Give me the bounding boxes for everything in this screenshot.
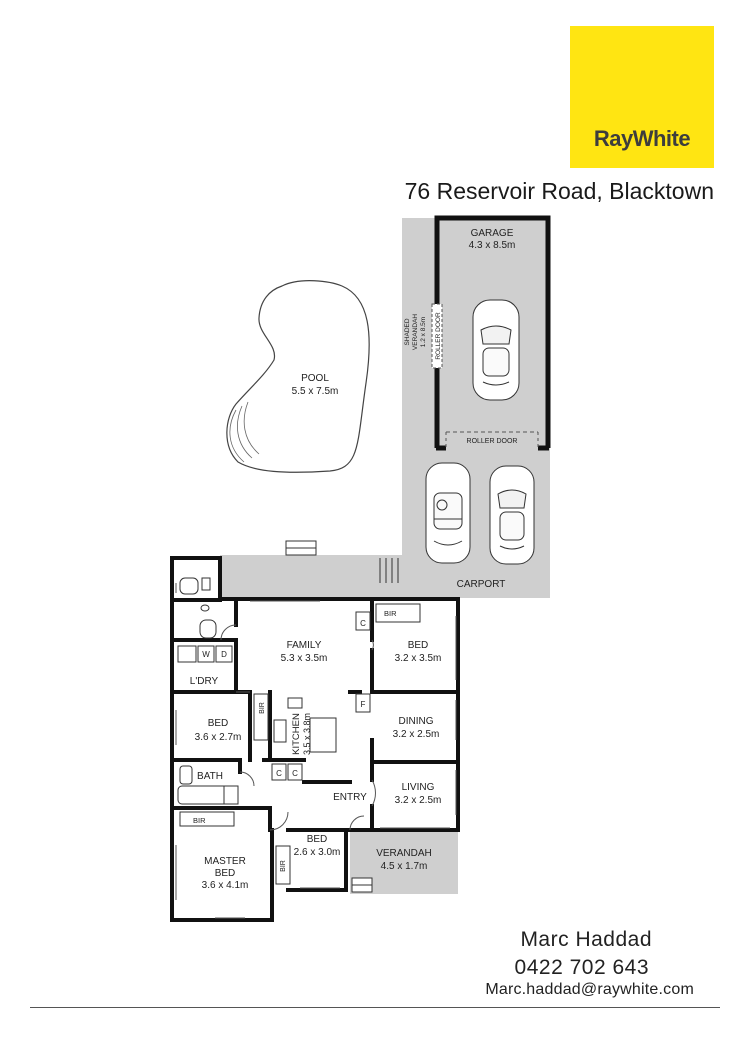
toilet-icon	[199, 619, 217, 639]
cupboard-hall-2-label: C	[292, 769, 298, 778]
pool-steps	[229, 401, 260, 463]
bed-ne-label: BED	[408, 640, 429, 651]
raywhite-logo-text: RayWhite	[593, 126, 691, 151]
car-icon	[472, 299, 520, 401]
bir-s-label: BIR	[280, 860, 287, 872]
property-address: 76 Reservoir Road, Blacktown	[404, 178, 714, 204]
laundry-label: L'DRY	[190, 676, 219, 687]
steps	[285, 540, 399, 893]
verandah-size: 4.5 x 1.7m	[381, 861, 428, 872]
shaded-verandah-line2: VERANDAH	[412, 314, 419, 350]
laundry-tub-icon	[177, 645, 197, 663]
garage-size: 4.3 x 8.5m	[469, 240, 516, 251]
washer-label: W	[202, 650, 210, 659]
pool-outline	[226, 280, 370, 473]
roller-door-side-label: ROLLER DOOR	[435, 312, 442, 360]
carport-label: CARPORT	[457, 579, 506, 590]
bed-s-label: BED	[307, 834, 328, 845]
agent-phone[interactable]: 0422 702 643	[514, 956, 649, 979]
master-label-1: MASTER	[204, 856, 246, 867]
house-walls	[170, 556, 460, 922]
robes	[179, 603, 421, 885]
windows	[175, 583, 457, 919]
fridge-label: F	[361, 700, 366, 709]
agent-email[interactable]: Marc.haddad@raywhite.com	[485, 981, 694, 998]
living-size: 3.2 x 2.5m	[395, 795, 442, 806]
living-label: LIVING	[402, 782, 435, 793]
entry-label: ENTRY	[333, 792, 367, 803]
kitchen-sink-icon	[287, 697, 303, 709]
footer-divider	[30, 1007, 720, 1008]
garage-label: GARAGE	[471, 228, 514, 239]
raywhite-logo: RayWhite	[570, 26, 714, 168]
bed-ne-size: 3.2 x 3.5m	[395, 653, 442, 664]
car-icon	[489, 465, 535, 565]
family-label: FAMILY	[287, 640, 322, 651]
bed-w-label: BED	[208, 718, 229, 729]
bath-label: BATH	[197, 771, 223, 782]
island-bench	[309, 717, 337, 753]
basin-icon	[200, 604, 210, 612]
doors	[220, 624, 376, 831]
family-size: 5.3 x 3.5m	[281, 653, 328, 664]
kitchen-label: KITCHEN	[291, 713, 302, 755]
cupboards	[271, 611, 371, 781]
dining-label: DINING	[399, 716, 434, 727]
shaded-verandah-size: 1.2 x 8.5m	[420, 317, 427, 347]
roller-door-front-label: ROLLER DOOR	[467, 438, 518, 445]
bir-w-label: BIR	[259, 702, 266, 714]
pool-label: POOL	[301, 373, 329, 384]
room-labels: FAMILY 5.3 x 3.5m BED 3.2 x 3.5m BIR L'D…	[190, 609, 442, 891]
dryer-label: D	[221, 650, 227, 659]
shaded-verandah-line1: SHADED	[404, 318, 411, 345]
bir-master-label: BIR	[193, 816, 206, 825]
cupboard-family-label: C	[360, 619, 366, 628]
basin-icon	[179, 765, 193, 785]
kitchen-size: 3.5 x 3.8m	[302, 713, 312, 755]
dryer-icon	[215, 645, 233, 663]
fixtures	[177, 577, 337, 805]
stove-icon	[273, 719, 287, 743]
alfresco-strip	[220, 555, 402, 598]
pool-size: 5.5 x 7.5m	[292, 386, 339, 397]
cupboard-hall-1-label: C	[276, 769, 282, 778]
bir-ne-label: BIR	[384, 609, 397, 618]
convertible-car-icon	[425, 462, 471, 564]
shower-icon	[223, 785, 239, 805]
agent-name: Marc Haddad	[520, 928, 652, 951]
toilet-icon	[179, 577, 199, 595]
dining-size: 3.2 x 2.5m	[393, 729, 440, 740]
bed-w-size: 3.6 x 2.7m	[195, 732, 242, 743]
master-size: 3.6 x 4.1m	[202, 880, 249, 891]
master-label-2: BED	[215, 868, 236, 879]
bed-s-size: 2.6 x 3.0m	[294, 847, 341, 858]
garage-roller-door-side	[431, 303, 443, 369]
washer-icon	[197, 645, 215, 663]
verandah-label: VERANDAH	[376, 848, 432, 859]
